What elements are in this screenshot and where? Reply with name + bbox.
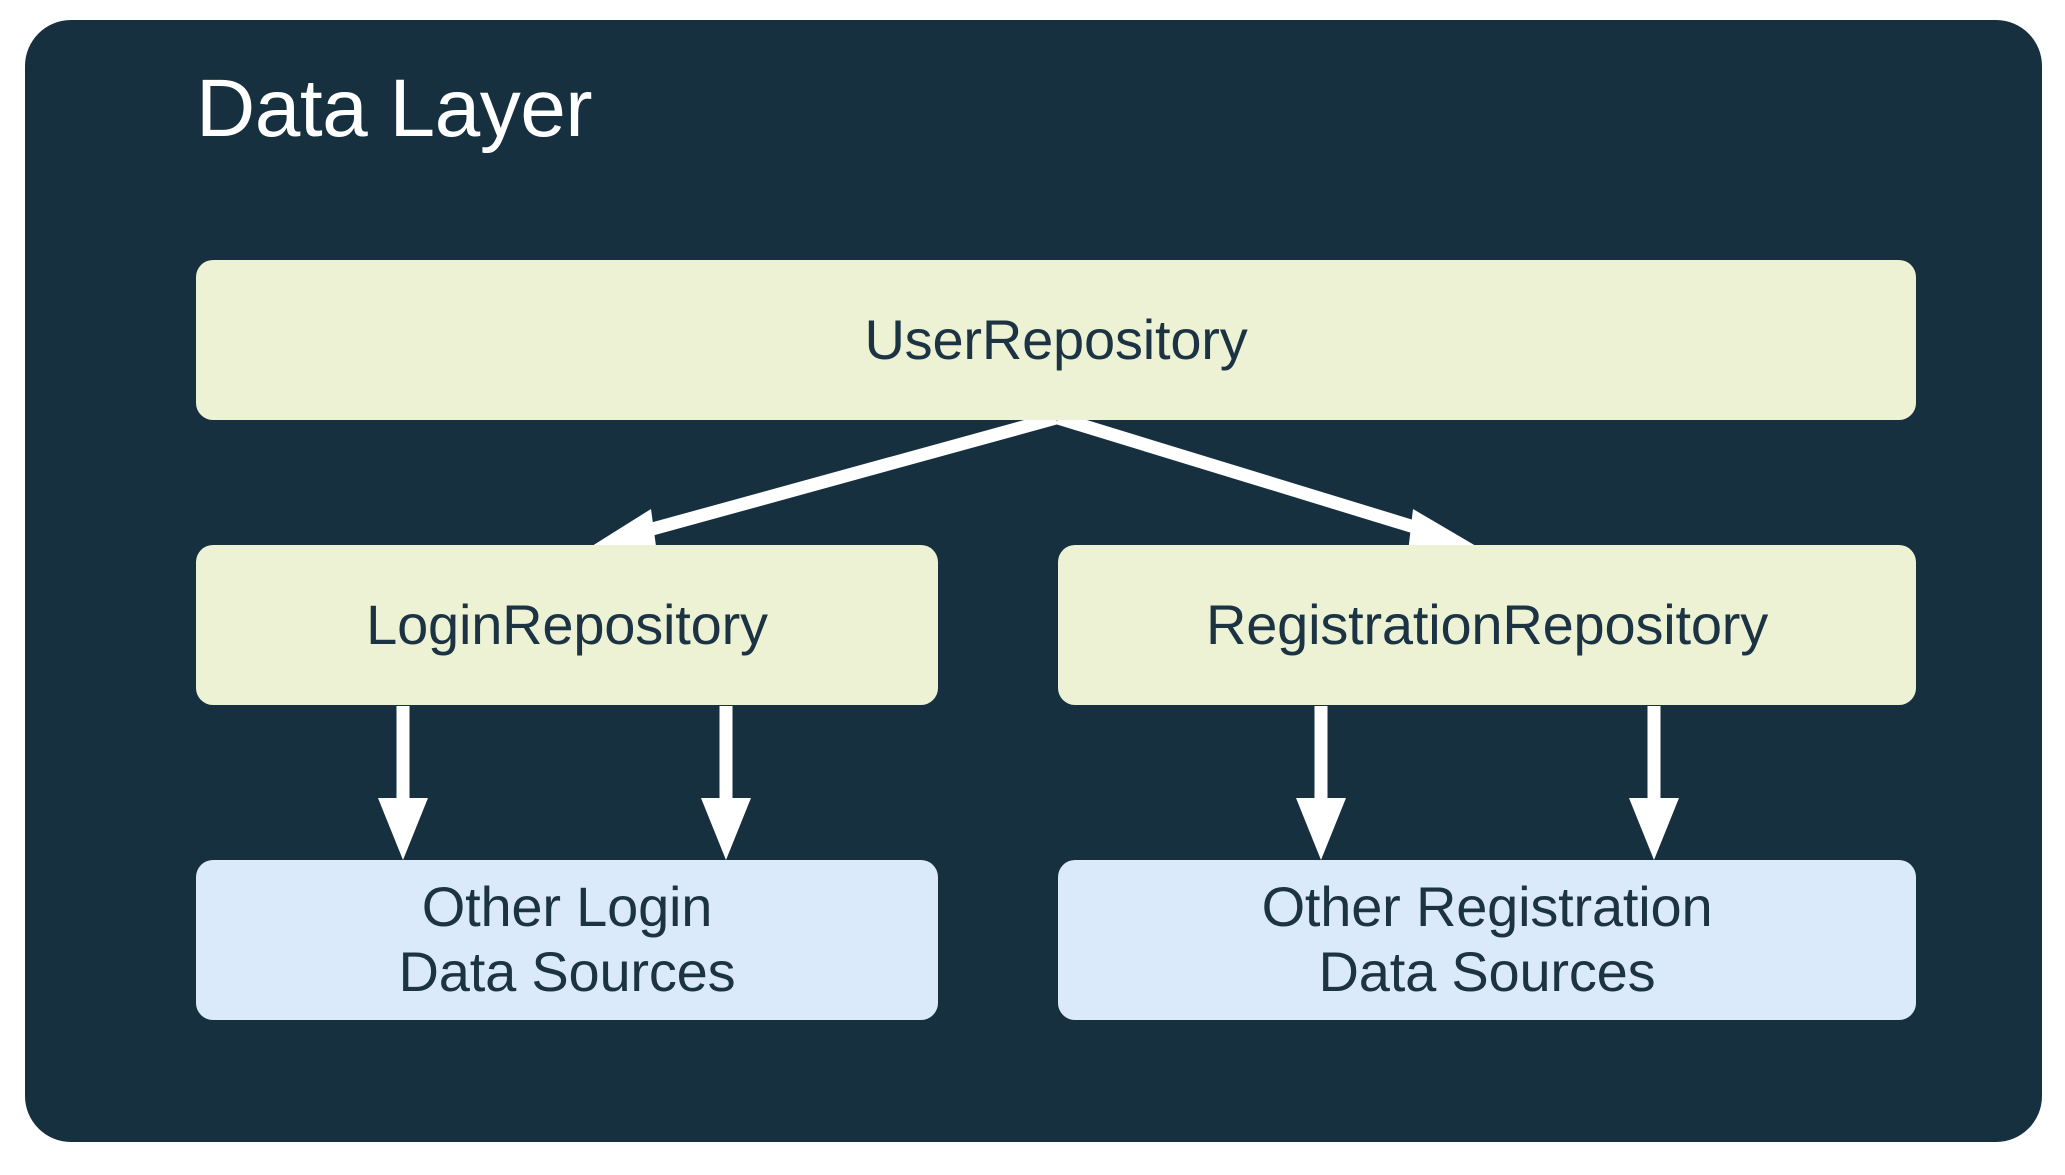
node-login-repository[interactable]: LoginRepository <box>196 545 938 705</box>
node-user-repository[interactable]: UserRepository <box>196 260 1916 420</box>
node-other-login-data-sources[interactable]: Other Login Data Sources <box>196 860 938 1020</box>
node-login-repository-label: LoginRepository <box>366 592 768 656</box>
node-user-repository-label: UserRepository <box>864 307 1248 371</box>
node-other-registration-data-sources[interactable]: Other Registration Data Sources <box>1058 860 1916 1020</box>
node-other-registration-data-sources-label: Other Registration Data Sources <box>1261 875 1713 1003</box>
page-title: Data Layer <box>196 63 593 154</box>
node-registration-repository-label: RegistrationRepository <box>1205 592 1769 656</box>
node-registration-repository[interactable]: RegistrationRepository <box>1058 545 1916 705</box>
node-other-login-data-sources-label: Other Login Data Sources <box>398 875 736 1003</box>
